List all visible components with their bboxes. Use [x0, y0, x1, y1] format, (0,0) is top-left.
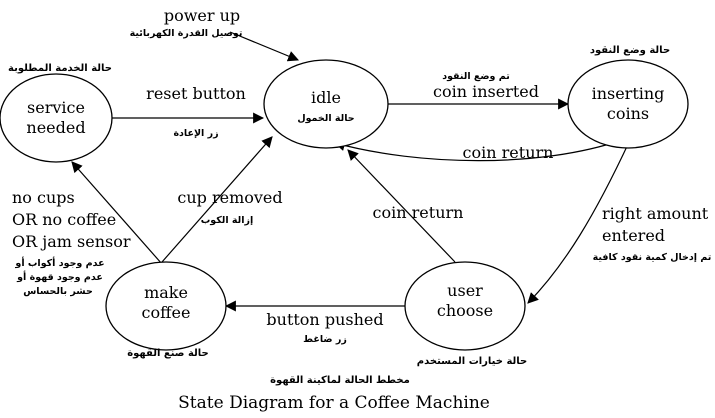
state-service-needed-label-line1: service	[27, 98, 85, 117]
state-service-needed-label-line2: needed	[26, 118, 85, 137]
edge-coin-return-middle	[347, 149, 456, 263]
edge-no-cups-or-jam	[71, 161, 163, 265]
state-make-coffee-arabic: حالة صنع القهوة	[127, 348, 208, 359]
state-inserting-coins-label-line2: coins	[607, 104, 649, 123]
transition-button-pushed-label: button pushed	[266, 310, 383, 329]
state-make-coffee-label-line2: coffee	[142, 303, 191, 322]
transition-right-amount-arabic: تم إدخال كمية نقود كافية	[593, 252, 712, 263]
transition-no-cups-label-line1: no cups	[12, 188, 75, 207]
edge-cup-removed	[161, 136, 273, 263]
transition-no-cups-label-line2: OR no coffee	[12, 210, 116, 229]
transition-reset-button-arabic: زر الإعادة	[173, 128, 218, 139]
transition-coin-return-middle-label: coin return	[373, 203, 464, 222]
state-inserting-coins-arabic: حالة وضع النقود	[590, 45, 670, 56]
state-user-choose-arabic: حالة خيارات المستخدم	[417, 356, 527, 367]
state-inserting-coins	[567, 59, 689, 149]
state-idle-label: idle	[311, 88, 341, 107]
state-service-needed-arabic: حالة الخدمة المطلوبة	[8, 63, 112, 74]
edge-right-amount-entered	[527, 139, 631, 304]
transition-no-cups-arabic-line2: عدم وجود قهوة أو	[16, 270, 103, 283]
transition-right-amount-label-line2: entered	[602, 226, 665, 245]
transition-power-up-arabic: توصيل القدرة الكهربائية	[130, 28, 243, 39]
transition-coin-inserted-arabic: تم وضع النقود	[442, 71, 510, 82]
transition-power-up-label: power up	[164, 6, 240, 25]
edge-coin-return-top	[333, 139, 623, 162]
transition-coin-inserted-label: coin inserted	[433, 82, 539, 101]
caption-arabic: مخطط الحالة لماكينة القهوة	[270, 375, 410, 386]
state-user-choose-label-line1: user	[447, 281, 483, 300]
state-service-needed	[0, 73, 113, 163]
caption-english: State Diagram for a Coffee Machine	[178, 393, 490, 413]
transition-right-amount-label-line1: right amount	[602, 204, 709, 223]
state-idle	[263, 59, 389, 149]
state-user-choose-label-line2: choose	[437, 301, 493, 320]
state-user-choose	[404, 261, 526, 351]
transition-coin-return-top-label: coin return	[463, 143, 554, 162]
transition-no-cups-arabic-line1: عدم وجود أكواب أو	[14, 256, 104, 269]
transition-no-cups-label-line3: OR jam sensor	[12, 232, 131, 251]
state-idle-arabic: حالة الخمول	[297, 113, 354, 124]
state-inserting-coins-label-line1: inserting	[592, 84, 665, 103]
state-make-coffee	[105, 261, 227, 351]
edge-power-up	[229, 31, 300, 62]
state-make-coffee-label-line1: make	[144, 283, 188, 302]
transition-cup-removed-label: cup removed	[177, 188, 282, 207]
transition-no-cups-arabic-line3: حشر بالحساس	[23, 286, 93, 297]
transition-reset-button-label: reset button	[146, 84, 246, 103]
transition-cup-removed-arabic: إزالة الكوب	[201, 215, 253, 226]
transition-button-pushed-arabic: زر ضاغط	[303, 334, 347, 345]
